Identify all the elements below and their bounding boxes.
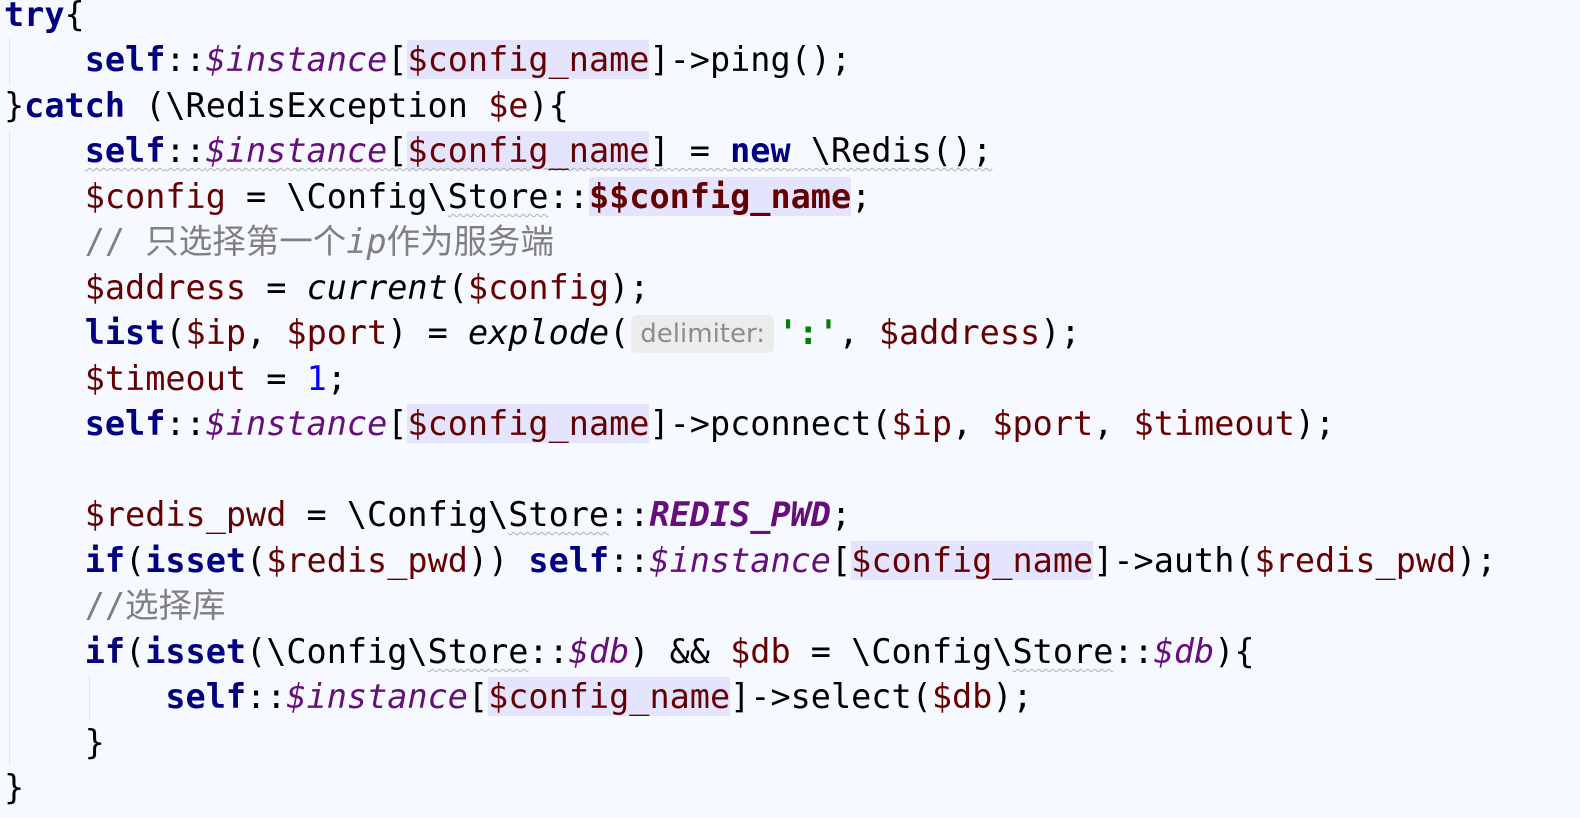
- code-line-5[interactable]: $config = \Config\Store::$$config_name;: [84, 177, 872, 216]
- variable-config-name: $config_name: [407, 131, 650, 170]
- keyword-if: if: [84, 541, 126, 580]
- code-line-3[interactable]: }catch (\RedisException $e){: [4, 86, 569, 125]
- namespace-config: \Config\: [851, 632, 1013, 671]
- field-db: $db: [568, 632, 630, 671]
- keyword-self: self: [528, 541, 610, 580]
- variable-config-name: $config_name: [407, 40, 650, 79]
- code-line-17[interactable]: }: [4, 723, 105, 762]
- method-call-select: ->select(: [750, 677, 932, 716]
- function-explode: explode: [467, 313, 610, 352]
- variable-config: $config: [84, 177, 226, 216]
- weak-warning-span: self::$instance[$config_name] = new \Red…: [84, 131, 993, 170]
- variable-redis-pwd: $redis_pwd: [266, 541, 468, 580]
- variable-address: $address: [84, 268, 247, 307]
- function-current: current: [306, 268, 448, 307]
- code-line-10[interactable]: self::$instance[$config_name]->pconnect(…: [84, 404, 1336, 443]
- code-line-4[interactable]: self::$instance[$config_name] = new \Red…: [4, 128, 992, 174]
- code-line-15[interactable]: if(isset(\Config\Store::$db) && $db = \C…: [84, 632, 1255, 671]
- keyword-self: self: [84, 40, 166, 79]
- comment-text-ip: ip: [346, 222, 387, 261]
- variable-redis-pwd: $redis_pwd: [84, 495, 287, 534]
- method-call-pconnect: ->pconnect(: [669, 404, 892, 443]
- variable-address: $address: [878, 313, 1041, 352]
- class-store: Store: [447, 177, 549, 216]
- field-instance: $instance: [205, 404, 388, 443]
- parameter-hint-delimiter: delimiter:: [631, 315, 774, 353]
- field-instance: $instance: [286, 677, 468, 716]
- indent-guide: [9, 130, 10, 766]
- class-store: Store: [508, 495, 610, 534]
- class-redis-exception: \RedisException: [165, 86, 468, 125]
- comment-text: 作为服务端: [386, 222, 555, 261]
- namespace-config: \Config\: [286, 177, 448, 216]
- code-line-14-comment[interactable]: //选择库: [4, 583, 226, 629]
- string-literal-colon: ':': [777, 313, 839, 352]
- variable-timeout: $timeout: [84, 359, 247, 398]
- keyword-self: self: [84, 131, 166, 170]
- variable-ip: $ip: [185, 313, 247, 352]
- method-call-auth: ->auth(: [1113, 541, 1255, 580]
- code-line-8[interactable]: list($ip, $port) = explode(delimiter:':'…: [84, 313, 1081, 353]
- variable-config: $config: [467, 268, 610, 307]
- namespace-config: \Config\: [346, 495, 509, 534]
- keyword-isset: isset: [145, 541, 247, 580]
- variable-port: $port: [992, 404, 1094, 443]
- variable-dynamic-config-name: $$config_name: [588, 177, 852, 216]
- number-literal: 1: [306, 359, 327, 398]
- variable-config-name: $config_name: [407, 404, 650, 443]
- namespace-config: \Config\: [266, 632, 428, 671]
- code-line-2[interactable]: self::$instance[$config_name]->ping();: [84, 40, 852, 79]
- class-store: Store: [427, 632, 529, 671]
- field-instance: $instance: [649, 541, 831, 580]
- code-line-12[interactable]: $redis_pwd = \Config\Store::REDIS_PWD;: [84, 495, 852, 534]
- variable-config-name: $config_name: [851, 541, 1094, 580]
- keyword-self: self: [165, 677, 247, 716]
- field-instance: $instance: [205, 131, 388, 170]
- indent-guide: [9, 38, 10, 86]
- indent-guide: [89, 676, 90, 720]
- variable-redis-pwd: $redis_pwd: [1254, 541, 1457, 580]
- keyword-self: self: [84, 404, 166, 443]
- code-line-18[interactable]: }: [4, 768, 25, 807]
- comment-text: // 只选择第一个: [84, 222, 347, 261]
- code-line-1[interactable]: try{: [4, 0, 85, 38]
- keyword-catch: catch: [24, 86, 126, 125]
- method-call-ping: ->ping();: [669, 40, 852, 79]
- variable-db: $db: [730, 632, 791, 671]
- keyword-list: list: [84, 313, 166, 352]
- variable-ip: $ip: [891, 404, 952, 443]
- comment-text: //选择库: [84, 586, 226, 625]
- variable-timeout: $timeout: [1133, 404, 1295, 443]
- constant-redis-pwd: REDIS_PWD: [649, 495, 831, 534]
- field-instance: $instance: [205, 40, 388, 79]
- class-redis: \Redis: [810, 131, 932, 170]
- keyword-if: if: [84, 632, 126, 671]
- code-line-9[interactable]: $timeout = 1;: [84, 359, 347, 398]
- variable-e: $e: [488, 86, 529, 125]
- code-line-6-comment[interactable]: // 只选择第一个ip作为服务端: [4, 219, 554, 265]
- code-line-16[interactable]: self::$instance[$config_name]->select($d…: [165, 677, 1033, 716]
- variable-config-name: $config_name: [488, 677, 731, 716]
- keyword-isset: isset: [145, 632, 247, 671]
- code-line-7[interactable]: $address = current($config);: [84, 268, 650, 307]
- variable-db: $db: [931, 677, 993, 716]
- code-line-13[interactable]: if(isset($redis_pwd)) self::$instance[$c…: [84, 541, 1497, 580]
- variable-port: $port: [286, 313, 388, 352]
- class-store: Store: [1012, 632, 1114, 671]
- keyword-new: new: [730, 131, 791, 170]
- field-db: $db: [1153, 632, 1215, 671]
- keyword-try: try: [4, 0, 65, 34]
